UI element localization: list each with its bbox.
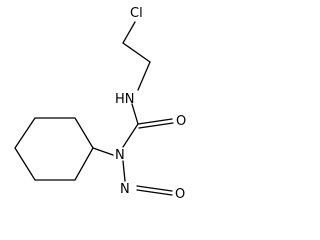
atom-label-nitroso-n: N <box>120 182 130 197</box>
bond-n2-no-n <box>122 160 126 182</box>
bond-c3-o-b <box>138 122 174 129</box>
bond-n2-cy1 <box>92 147 114 156</box>
atom-label-n2: N <box>115 148 125 163</box>
bond-c3-n2 <box>122 123 139 148</box>
bond-c1-c2 <box>122 42 151 63</box>
structure-diagram: Cl HN O N N O <box>14 6 186 202</box>
atom-label-carbonyl-o: O <box>176 114 186 129</box>
bond-no-n-o-a <box>136 185 173 192</box>
bond-n1-c3 <box>131 103 139 125</box>
bond-c2-n1 <box>137 61 151 91</box>
atom-label-nh: HN <box>115 92 135 107</box>
atom-label-nitroso-o: O <box>175 187 185 202</box>
atom-label-cl: Cl <box>130 6 143 21</box>
bond-cl-c1 <box>122 21 136 44</box>
cyclohexane-ring <box>14 117 94 181</box>
bond-no-n-o-b <box>136 189 173 196</box>
bond-c3-o-a <box>137 118 173 125</box>
